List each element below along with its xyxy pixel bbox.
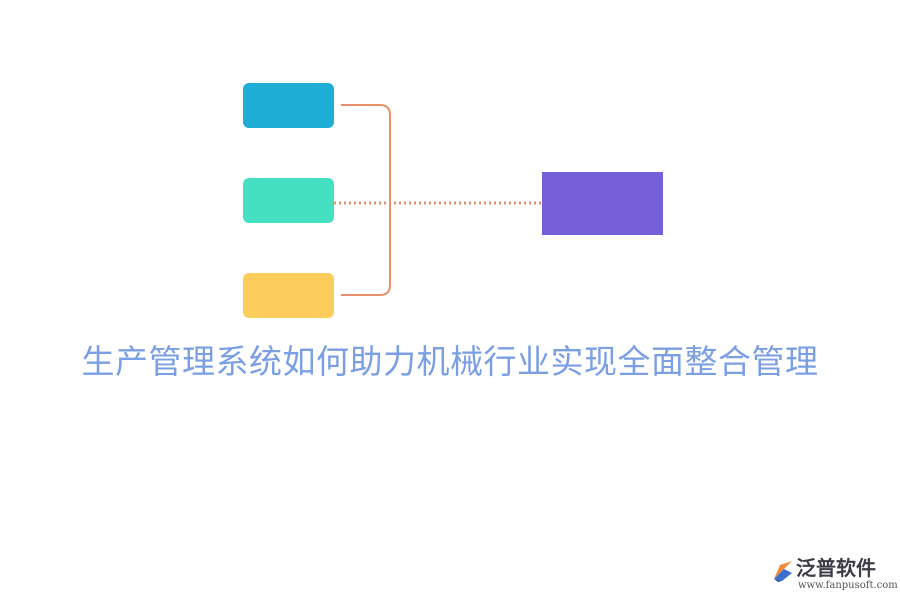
bracket-connector [341, 104, 391, 296]
fanpu-logo[interactable]: 泛普软件 www.fanpusoft.com [770, 555, 898, 595]
target-box [542, 172, 663, 235]
node-box-1 [243, 83, 334, 128]
fanpu-logo-icon [774, 561, 792, 582]
diagram-title: 生产管理系统如何助力机械行业实现全面整合管理 [81, 342, 819, 381]
node-box-3 [243, 273, 334, 318]
logo-name: 泛普软件 [796, 556, 876, 580]
node-box-2 [243, 178, 334, 223]
logo-url: www.fanpusoft.com [798, 580, 898, 591]
